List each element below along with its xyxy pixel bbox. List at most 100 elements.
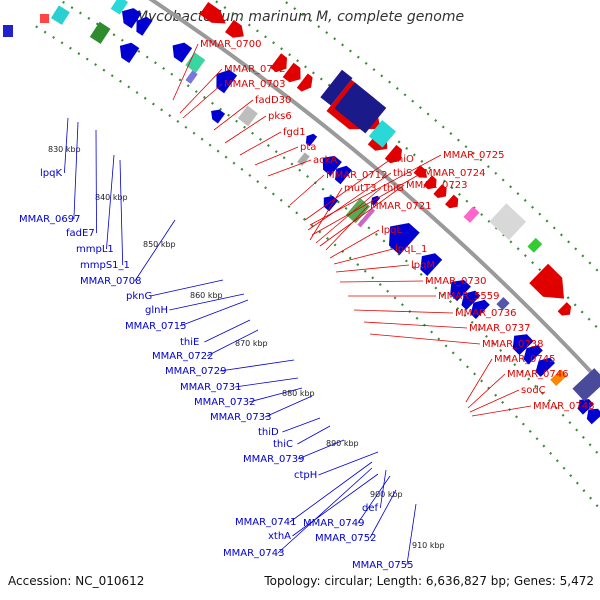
reverse-leader-line [95, 129, 97, 234]
kbp-tick-label: 890 kbp [326, 439, 359, 448]
reverse-gene-9 [335, 165, 352, 185]
kbp-tick-label: 840 kbp [95, 193, 128, 202]
feature-slate-2 [572, 368, 600, 402]
reverse-gene-label[interactable]: MMAR_0731 [180, 382, 242, 393]
reverse-leader-line [219, 359, 295, 372]
reverse-gene-label[interactable]: MMAR_0755 [352, 560, 414, 571]
forward-leader-line [465, 358, 493, 403]
reverse-leader-line [73, 121, 79, 220]
reverse-gene-label[interactable]: fadE7 [66, 228, 95, 239]
reverse-leader-line [289, 461, 373, 523]
reverse-leader-line [369, 489, 397, 539]
reverse-gene-label[interactable]: MMAR_0741 [235, 517, 297, 528]
reverse-leader-line [234, 377, 299, 388]
feature-green-1 [89, 21, 111, 44]
forward-leader-line [339, 280, 424, 283]
forward-gene-label[interactable]: pks6 [268, 111, 292, 122]
forward-gene-10 [384, 144, 402, 164]
forward-gene-label[interactable]: pta [300, 142, 316, 153]
forward-gene-label[interactable]: MMAR_0712 [326, 170, 388, 181]
genome-summary-text: Topology: circular; Length: 6,636,827 bp… [264, 574, 594, 588]
reverse-gene-label[interactable]: MMAR_0729 [165, 366, 227, 377]
forward-leader-line [172, 43, 199, 101]
reverse-gene-label[interactable]: MMAR_0708 [80, 276, 142, 287]
reverse-gene-label[interactable]: MMAR_0733 [210, 412, 272, 423]
reverse-leader-line [357, 475, 391, 524]
forward-gene-label[interactable]: MMAR_0723 [406, 180, 468, 191]
reverse-leader-line [277, 467, 373, 554]
feature-orange-0 [550, 369, 568, 386]
reverse-gene-label[interactable]: MMAR_0697 [19, 214, 81, 225]
forward-gene-label[interactable]: MMAR_0724 [424, 168, 486, 179]
forward-gene-label[interactable]: fadD30 [255, 95, 291, 106]
forward-gene-label[interactable]: MMAR_0737 [469, 323, 531, 334]
reverse-gene-14 [450, 280, 471, 302]
reverse-leader-line [292, 473, 379, 537]
genome-backbone [148, 0, 600, 385]
forward-gene-label[interactable]: MMAR_0725 [443, 150, 505, 161]
track-guide-0 [35, 25, 600, 511]
reverse-leader-line [169, 293, 245, 311]
forward-gene-label[interactable]: MMAR_0730 [425, 276, 487, 287]
forward-gene-label[interactable]: MMAR_0702 [224, 64, 286, 75]
feature-slate-1 [496, 296, 510, 311]
forward-gene-label[interactable]: mutT3 [344, 183, 376, 194]
feature-grey-4 [297, 152, 310, 166]
reverse-gene-21 [586, 408, 600, 425]
reverse-gene-label[interactable]: MMAR_0732 [194, 397, 256, 408]
reverse-gene-4 [172, 42, 193, 63]
reverse-gene-label[interactable]: MMAR_0752 [315, 533, 377, 544]
reverse-gene-label[interactable]: thiE [180, 337, 199, 348]
feature-mint-0 [185, 52, 206, 73]
forward-gene-5 [270, 53, 287, 73]
forward-gene-label[interactable]: lpqL_1 [395, 244, 427, 255]
reverse-gene-label[interactable]: xthA [268, 531, 291, 542]
forward-gene-label[interactable]: MMAR_5559 [438, 291, 500, 302]
reverse-gene-label[interactable]: MMAR_0749 [303, 518, 365, 529]
reverse-gene-15 [461, 290, 481, 310]
forward-gene-label[interactable]: MMAR_0721 [370, 201, 432, 212]
forward-leader-line [213, 99, 254, 131]
forward-gene-3 [199, 2, 226, 24]
reverse-gene-6 [211, 109, 226, 124]
forward-gene-label[interactable]: lpqM [411, 260, 435, 271]
reverse-gene-label[interactable]: lpqK [40, 168, 62, 179]
forward-gene-17 [557, 302, 572, 316]
reverse-gene-label[interactable]: thiC [273, 439, 293, 450]
forward-leader-line [311, 172, 423, 236]
forward-leader-line [182, 83, 223, 119]
forward-gene-label[interactable]: lpqL [381, 225, 402, 236]
forward-gene-label[interactable]: MMAR_0748 [533, 401, 595, 412]
forward-gene-11 [413, 165, 427, 178]
reverse-gene-label[interactable]: glnH [145, 305, 168, 316]
forward-gene-label[interactable]: sodC [521, 385, 546, 396]
forward-gene-label[interactable]: thiO [393, 154, 414, 165]
reverse-leader-line [264, 395, 313, 418]
reverse-gene-label[interactable]: def [362, 503, 379, 514]
reverse-gene-label[interactable]: pknG [126, 291, 152, 302]
forward-leader-line [224, 115, 267, 144]
feature-grey-3 [237, 105, 258, 127]
forward-gene-label[interactable]: fgd1 [283, 127, 306, 138]
forward-gene-label[interactable]: MMAR_0700 [200, 39, 262, 50]
reverse-gene-label[interactable]: thiD [258, 427, 279, 438]
reverse-leader-line [318, 451, 379, 476]
reverse-gene-label[interactable]: MMAR_0715 [125, 321, 187, 332]
forward-gene-label[interactable]: MMAR_0736 [455, 308, 517, 319]
forward-gene-label[interactable]: thiS [393, 168, 412, 179]
reverse-gene-label[interactable]: mmpL1 [76, 244, 114, 255]
forward-gene-label[interactable]: ackA [313, 155, 337, 166]
reverse-gene-label[interactable]: MMAR_0739 [243, 454, 305, 465]
forward-gene-label[interactable]: MMAR_0703 [224, 79, 286, 90]
reverse-gene-label[interactable]: mmpS1_1 [80, 260, 130, 271]
forward-gene-label[interactable]: thiG [383, 183, 404, 194]
forward-gene-label[interactable]: MMAR_0746 [507, 369, 569, 380]
reverse-gene-label[interactable]: MMAR_0722 [152, 351, 214, 362]
forward-gene-label[interactable]: MMAR_0738 [482, 339, 544, 350]
reverse-gene-19 [535, 357, 555, 377]
reverse-gene-label[interactable]: ctpH [294, 470, 317, 481]
reverse-gene-13 [420, 253, 443, 276]
forward-gene-label[interactable]: MMAR_0745 [494, 354, 556, 365]
forward-leader-line [469, 389, 520, 413]
reverse-gene-label[interactable]: MMAR_0743 [223, 548, 285, 559]
